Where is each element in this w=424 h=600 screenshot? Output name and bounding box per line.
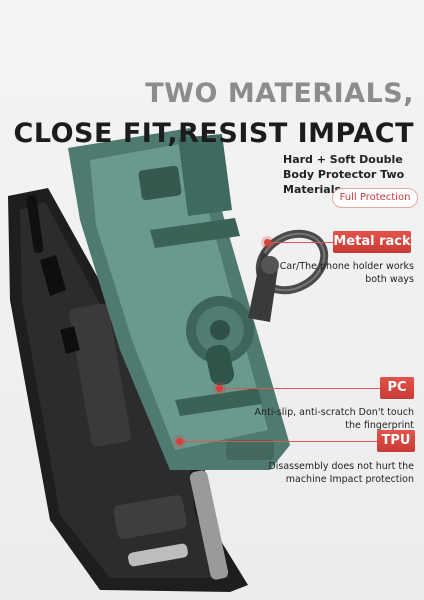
leader-line-pc bbox=[220, 388, 380, 389]
leader-line-tpu bbox=[180, 441, 377, 442]
desc-metal-rack: Car/The phone holder works both ways bbox=[279, 261, 414, 285]
leader-line-metal bbox=[268, 242, 334, 243]
metal-ring-holder bbox=[248, 229, 329, 322]
tag-metal-rack: Metal rack bbox=[333, 231, 411, 253]
tpu-black-case bbox=[8, 188, 248, 592]
headline-line-2: CLOSE FIT,RESIST IMPACT bbox=[13, 118, 414, 149]
desc-tpu: Disassembly does not hurt the machine Im… bbox=[268, 461, 414, 485]
headline-line-1: TWO MATERIALS, bbox=[145, 78, 414, 109]
callout-dot-pc bbox=[216, 385, 223, 392]
callout-dot-metal bbox=[264, 239, 271, 246]
tag-tpu: TPU bbox=[377, 430, 415, 452]
tag-pc: PC bbox=[380, 377, 414, 399]
pc-green-case bbox=[68, 128, 290, 470]
callout-dot-tpu bbox=[176, 438, 183, 445]
subtitle: Hard + Soft Double Body Protector Two Ma… bbox=[283, 153, 405, 196]
full-protection-badge: Full Protection bbox=[332, 188, 418, 208]
desc-pc: Anti-slip, anti-scratch Don't touch the … bbox=[254, 407, 414, 431]
